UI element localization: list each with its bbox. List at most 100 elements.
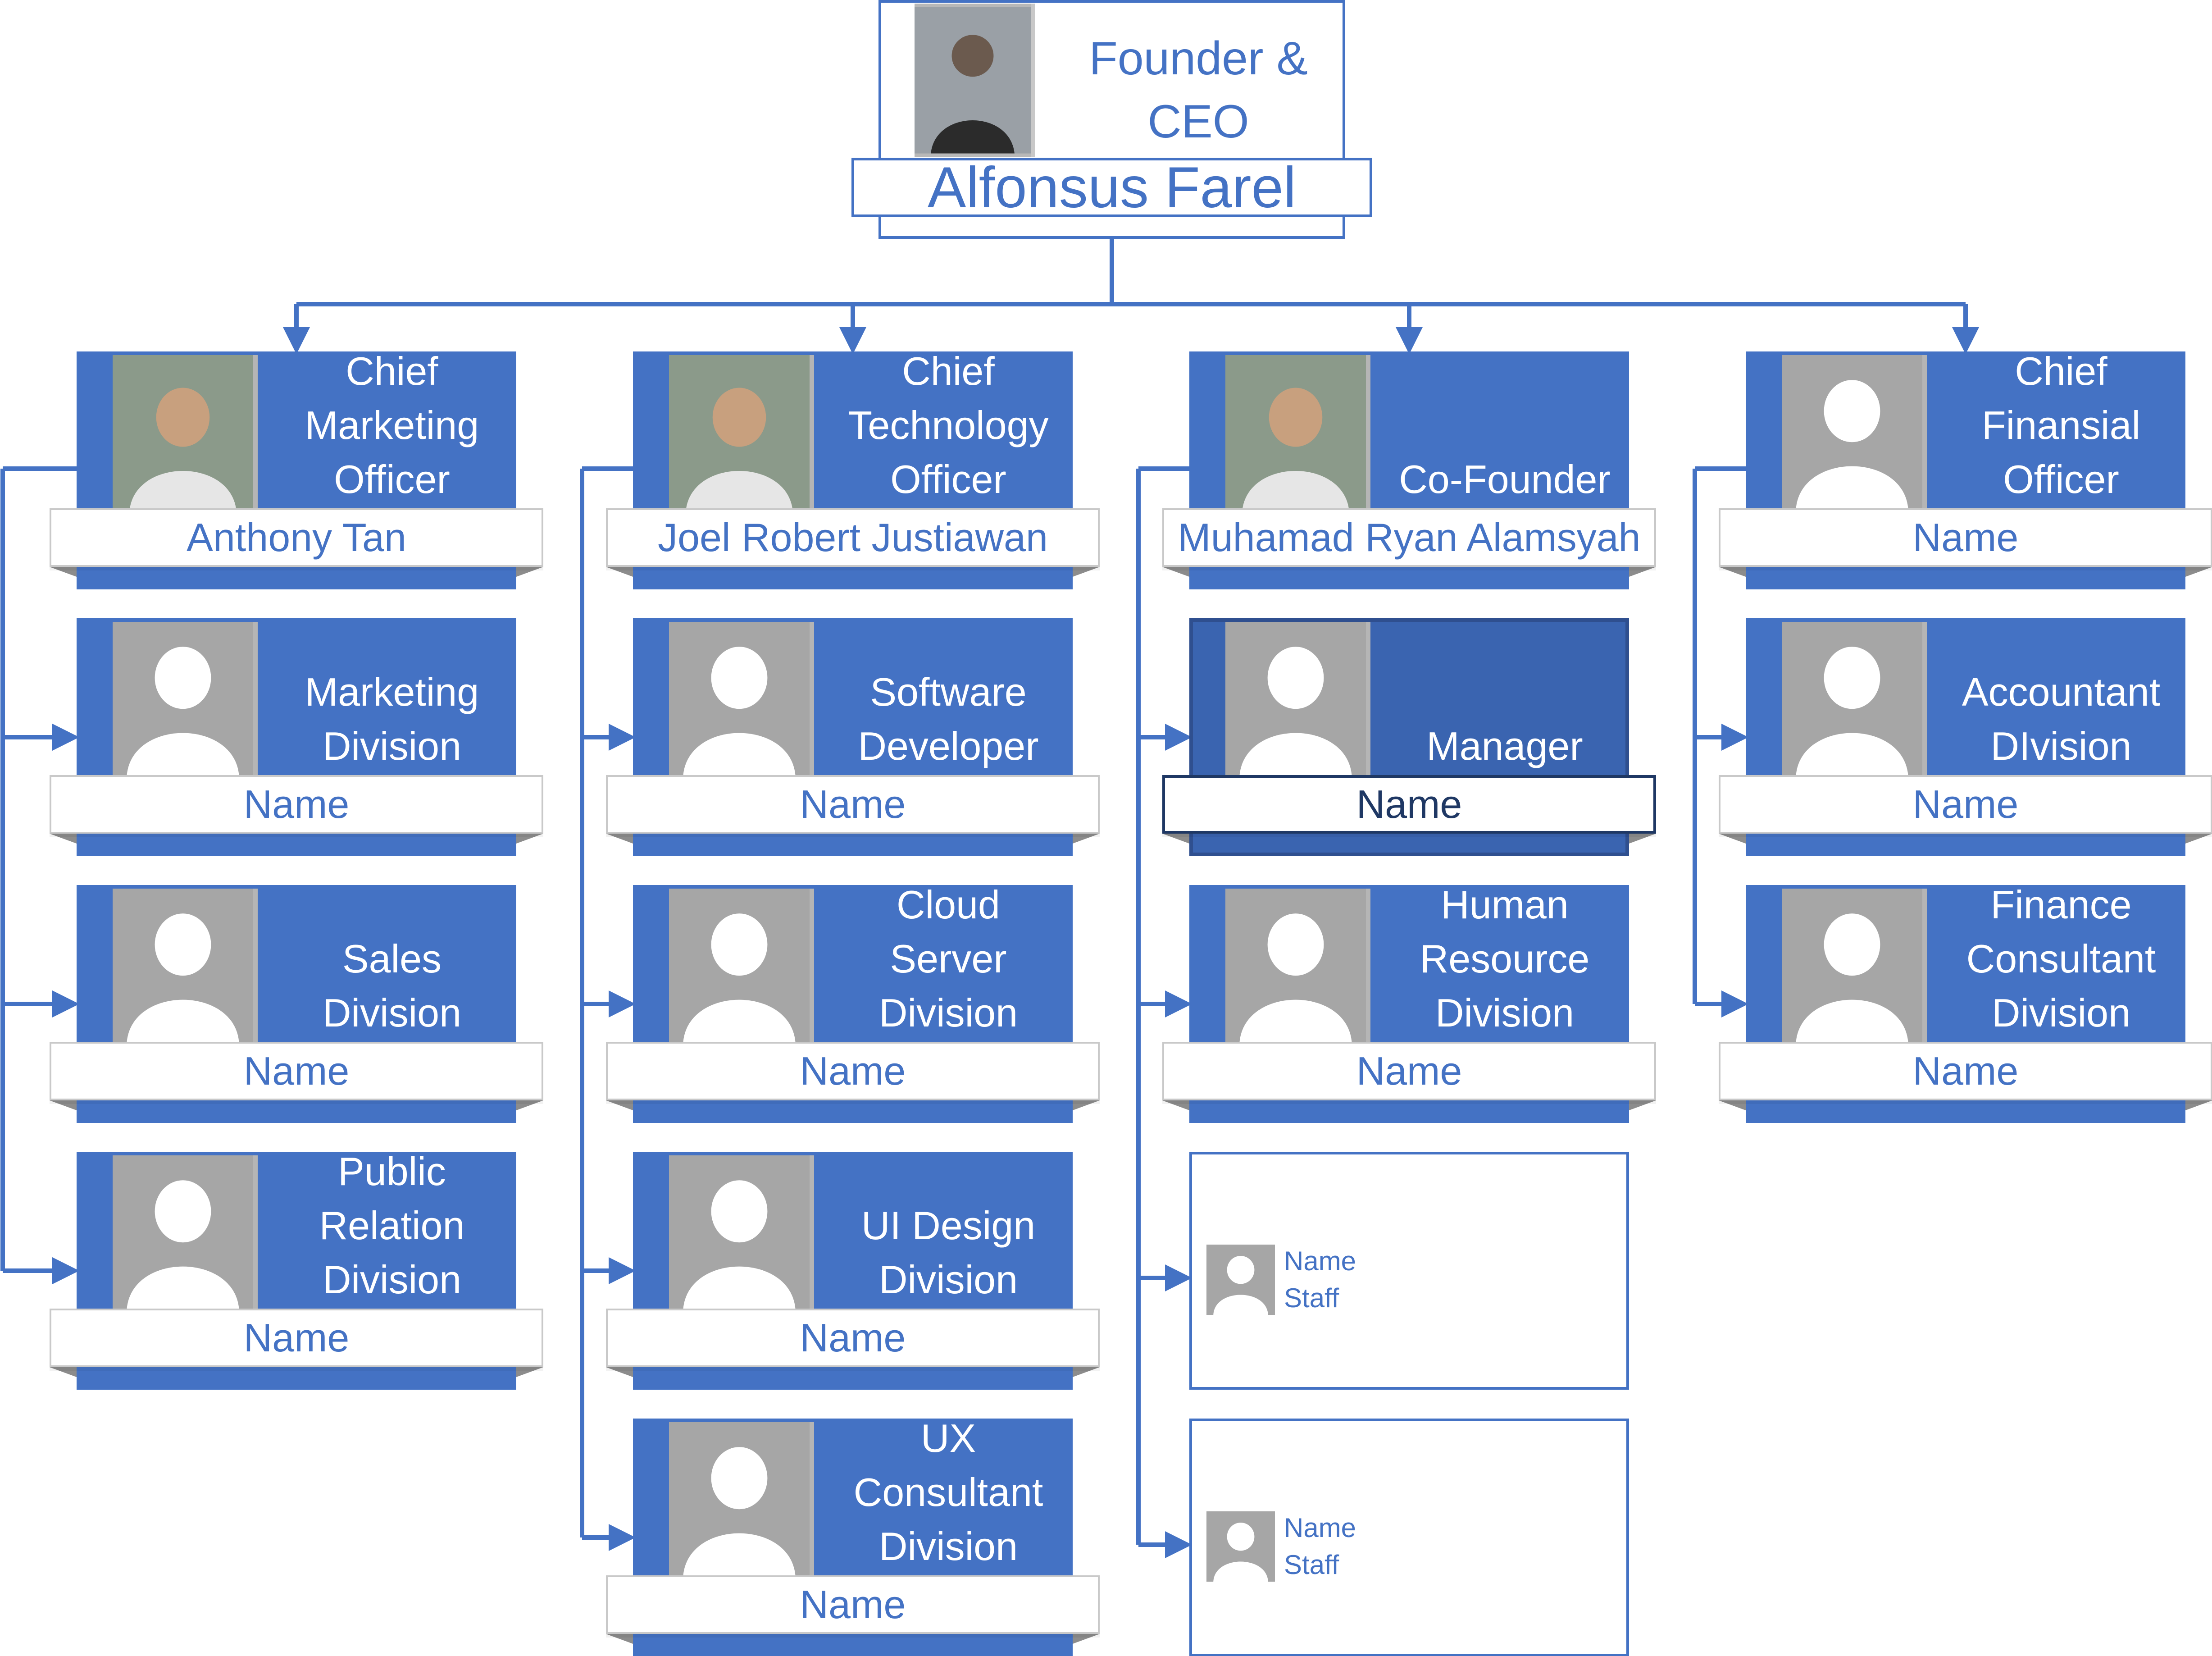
card-title-line: Relation	[319, 1203, 465, 1248]
card-title-line: Accountant	[1962, 670, 2161, 714]
card-title-line: Division	[322, 990, 462, 1035]
ribbon-fold	[606, 567, 633, 577]
photo-placeholder	[1782, 889, 1927, 1044]
card-title-line: Finansial	[1981, 403, 2141, 447]
person-photo-icon	[669, 355, 810, 511]
person-silhouette-icon	[1782, 355, 1922, 511]
card-title-line: Division	[878, 1257, 1018, 1302]
card-title-line: UX	[920, 1416, 976, 1460]
profile-photo	[1225, 355, 1370, 511]
person-silhouette-icon	[1206, 1511, 1275, 1582]
card-title-line: Co-Founder	[1399, 457, 1611, 502]
card-title-line: Sales	[342, 936, 442, 981]
person-silhouette-icon	[669, 622, 810, 777]
person-silhouette-icon	[1782, 622, 1922, 777]
photo-placeholder	[669, 1155, 814, 1311]
photo-placeholder	[113, 1155, 258, 1311]
ribbon-fold	[516, 1367, 543, 1377]
card-title-line: Division	[322, 724, 462, 768]
card-name: Name	[606, 1042, 1100, 1100]
ribbon-fold	[1629, 567, 1656, 577]
ceo-name: Alfonsus Farel	[851, 155, 1372, 220]
ceo-photo	[915, 4, 1035, 157]
card-name: Anthony Tan	[50, 508, 543, 567]
card-title-line: Consultant	[1966, 936, 2156, 981]
card-name: Joel Robert Justiawan	[606, 508, 1100, 567]
staff-role: Staff	[1284, 1283, 1339, 1313]
card-title-line: Officer	[890, 457, 1006, 502]
card-name: Name	[50, 1309, 543, 1367]
person-silhouette-icon	[113, 622, 253, 777]
card-name: Name	[1719, 775, 2212, 834]
card-title: Co-Founder	[1383, 351, 1626, 509]
card-title-line: Finance	[1990, 882, 2132, 927]
person-photo-icon	[915, 7, 1031, 154]
card-title-line: Public	[338, 1149, 446, 1194]
ribbon-fold	[1162, 1100, 1189, 1110]
card-name: Name	[50, 775, 543, 834]
card-title-line: Developer	[858, 724, 1039, 768]
person-silhouette-icon	[1782, 889, 1922, 1044]
card-title-line: Division	[878, 1524, 1018, 1569]
card-name: Name	[50, 1042, 543, 1100]
ribbon-fold	[516, 567, 543, 577]
card-title-line: Cloud	[897, 882, 1000, 927]
ribbon-fold	[1073, 567, 1100, 577]
ribbon-fold	[1719, 834, 1746, 844]
card-title-line: Chief	[902, 349, 995, 393]
ribbon-fold	[2185, 1100, 2212, 1110]
staff-role: Staff	[1284, 1550, 1339, 1580]
card-title-line: Division	[1991, 990, 2131, 1035]
profile-photo	[669, 355, 814, 511]
ribbon-fold	[2185, 567, 2212, 577]
ribbon-fold	[1073, 1367, 1100, 1377]
card-title-line: Human	[1441, 882, 1569, 927]
card-title-line: UI Design	[861, 1203, 1036, 1248]
ribbon-fold	[1719, 567, 1746, 577]
person-photo-icon	[113, 355, 253, 511]
person-silhouette-icon	[113, 1155, 253, 1311]
card-title: Manager	[1383, 618, 1626, 776]
card-title-line: Division	[322, 1257, 462, 1302]
card-name: Name	[606, 1575, 1100, 1634]
ceo-card[interactable]: Founder & CEO Alfonsus Farel	[851, 0, 1372, 239]
ribbon-fold	[50, 1367, 77, 1377]
person-photo-icon	[1225, 355, 1366, 511]
staff-name: Name	[1284, 1246, 1356, 1276]
ceo-title: Founder & CEO	[1050, 27, 1347, 153]
person-silhouette-icon	[669, 889, 810, 1044]
ribbon-fold	[1629, 1100, 1656, 1110]
card-title-line: Marketing	[305, 403, 479, 447]
photo-placeholder	[113, 889, 258, 1044]
ribbon-fold	[1073, 1634, 1100, 1644]
ribbon-fold	[2185, 834, 2212, 844]
card-title-line: Chief	[346, 349, 438, 393]
photo-placeholder	[1206, 1511, 1275, 1582]
card-title-line: DIvision	[1990, 724, 2132, 768]
